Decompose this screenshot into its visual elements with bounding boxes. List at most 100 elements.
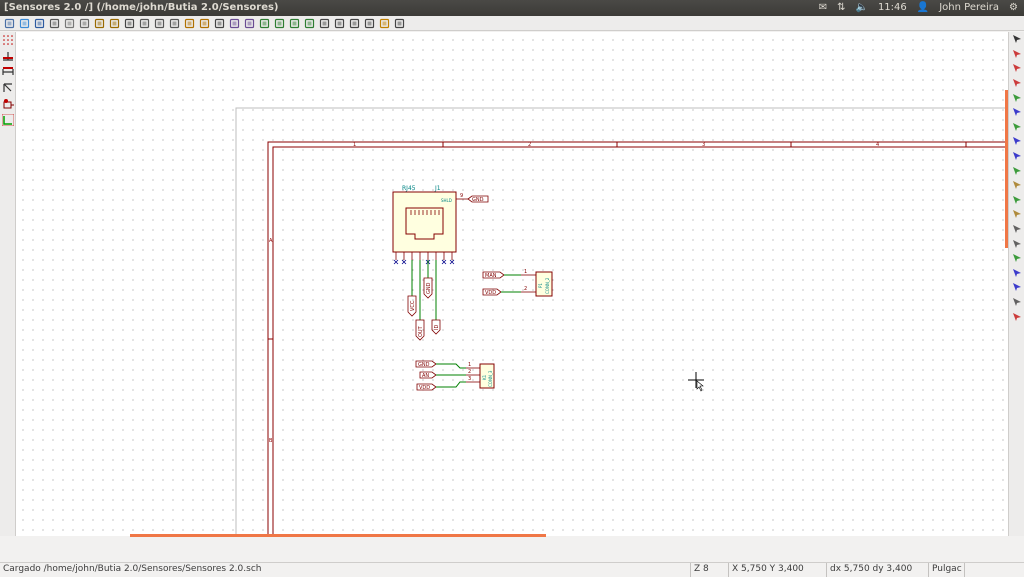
no-connect-icon[interactable]: [1009, 149, 1024, 164]
print-icon[interactable]: [122, 17, 137, 30]
add-net-label-icon[interactable]: [1009, 163, 1024, 178]
network-icon[interactable]: ⇅: [837, 2, 846, 13]
label-gnd-j1[interactable]: GND: [467, 195, 489, 203]
bom-icon[interactable]: [362, 17, 377, 30]
library-browser-icon[interactable]: [242, 17, 257, 30]
netlist-icon[interactable]: [317, 17, 332, 30]
hierarchy-icon[interactable]: [77, 17, 92, 30]
copy-icon[interactable]: [152, 17, 167, 30]
find-icon[interactable]: [212, 17, 227, 30]
open-icon[interactable]: [17, 17, 32, 30]
add-junction-icon[interactable]: [1009, 193, 1024, 208]
label-gnd-2[interactable]: GND: [415, 360, 437, 368]
add-text-icon[interactable]: [1009, 280, 1024, 295]
save-icon[interactable]: [32, 17, 47, 30]
border-row-a: A: [269, 238, 273, 244]
user-name[interactable]: John Pereira: [939, 2, 1000, 13]
user-icon[interactable]: 👤: [916, 2, 930, 13]
svg-text:MAN: MAN: [485, 273, 497, 279]
select-arrow-icon[interactable]: [1009, 32, 1024, 47]
erc-icon[interactable]: [347, 17, 362, 30]
label-out[interactable]: OUT: [415, 319, 425, 341]
main-toolbar: [0, 16, 1024, 31]
annotate-icon[interactable]: [332, 17, 347, 30]
border-col-3: 3: [702, 142, 705, 148]
add-line-icon[interactable]: [1009, 266, 1024, 281]
label-vcc[interactable]: VCC: [407, 295, 417, 317]
page-icon[interactable]: [62, 17, 77, 30]
add-component-icon[interactable]: [1009, 61, 1024, 76]
status-zoom: Z 8: [690, 563, 728, 577]
zoom-in-icon[interactable]: [257, 17, 272, 30]
add-sheet-pin-icon[interactable]: [1009, 251, 1024, 266]
svg-text:CONN_3: CONN_3: [488, 370, 493, 387]
connector-p1[interactable]: P1 CONN_2: [535, 271, 553, 297]
k1-wires[interactable]: [436, 363, 466, 388]
wire-to-bus-entry-icon[interactable]: [1009, 120, 1024, 135]
rj45-value: RJ45: [402, 185, 416, 192]
redo-icon[interactable]: [197, 17, 212, 30]
new-icon[interactable]: [2, 17, 17, 30]
k1-pin-2: 2: [468, 369, 471, 375]
clock[interactable]: 11:46: [877, 2, 907, 13]
cvpcb-icon[interactable]: [377, 17, 392, 30]
label-an[interactable]: AN: [419, 371, 437, 379]
zoom-fit-icon[interactable]: [302, 17, 317, 30]
label-vdd-1[interactable]: VDD: [482, 288, 502, 296]
label-id[interactable]: ID: [431, 319, 441, 335]
rj45-component[interactable]: RJ45 J1 SHLD: [392, 185, 468, 265]
vertical-scroll-indicator[interactable]: [1005, 90, 1008, 248]
rj45-ref: J1: [434, 185, 441, 192]
highlight-net-icon[interactable]: [1009, 47, 1024, 62]
paste-icon[interactable]: [167, 17, 182, 30]
horizontal-scrollbar[interactable]: [130, 534, 546, 537]
hidden-pins-icon[interactable]: [0, 96, 16, 112]
bus-orientation-icon[interactable]: [0, 112, 16, 128]
bus-to-bus-entry-icon[interactable]: [1009, 134, 1024, 149]
schematic-canvas[interactable]: 1 2 3 4 A B RJ45 J1 SHLD: [16, 32, 1008, 536]
add-power-icon[interactable]: [1009, 76, 1024, 91]
svg-text:ID: ID: [434, 325, 440, 330]
status-bar: Cargado /home/john/Butia 2.0/Sensores/Se…: [0, 562, 1024, 577]
add-sheet-icon[interactable]: [1009, 222, 1024, 237]
system-indicators: ✉ ⇅ 🔈 11:46 👤 John Pereira ⚙: [819, 0, 1018, 16]
cut-icon[interactable]: [137, 17, 152, 30]
delete-icon[interactable]: [1009, 309, 1024, 324]
label-vdd-2[interactable]: VDD: [416, 383, 437, 391]
border-col-4: 4: [876, 142, 879, 148]
power-icon[interactable]: ⚙: [1009, 2, 1018, 13]
mm-units-icon[interactable]: [0, 64, 16, 80]
sheet-setup-icon[interactable]: [47, 17, 62, 30]
zoom-redraw-icon[interactable]: [287, 17, 302, 30]
undo-icon[interactable]: [92, 17, 107, 30]
p1-wires[interactable]: [501, 274, 521, 293]
add-wire-icon[interactable]: [1009, 90, 1024, 105]
cursor-shape-icon[interactable]: [0, 80, 16, 96]
add-global-label-icon[interactable]: [1009, 178, 1024, 193]
add-bus-icon[interactable]: [1009, 105, 1024, 120]
border-col-2: 2: [528, 142, 531, 148]
add-image-icon[interactable]: [1009, 295, 1024, 310]
k1-pin-1: 1: [468, 362, 471, 368]
svg-text:GND: GND: [426, 282, 432, 294]
undo-icon[interactable]: [182, 17, 197, 30]
connector-k1[interactable]: K1 CONN_3: [479, 363, 495, 389]
rj45-wires[interactable]: [411, 260, 437, 320]
import-sheet-pin-icon[interactable]: [1009, 236, 1024, 251]
status-delta: dx 5,750 dy 3,400: [826, 563, 928, 577]
label-man[interactable]: MAN: [482, 271, 505, 279]
mail-icon[interactable]: ✉: [818, 2, 828, 13]
svg-text:VCC: VCC: [410, 300, 416, 311]
volume-icon[interactable]: 🔈: [855, 2, 868, 13]
pcbnew-icon[interactable]: [392, 17, 407, 30]
redo-icon[interactable]: [107, 17, 122, 30]
add-hier-label-icon[interactable]: [1009, 207, 1024, 222]
inch-units-icon[interactable]: [0, 48, 16, 64]
zoom-out-icon[interactable]: [272, 17, 287, 30]
grid-toggle-icon[interactable]: [0, 32, 16, 48]
library-icon[interactable]: [227, 17, 242, 30]
right-tools-toolbar: [1008, 32, 1024, 536]
window-title: [Sensores 2.0 /] (/home/john/Butia 2.0/S…: [4, 2, 279, 13]
k1-pin-3: 3: [468, 376, 471, 382]
label-gnd-vertical[interactable]: GND: [423, 277, 433, 299]
